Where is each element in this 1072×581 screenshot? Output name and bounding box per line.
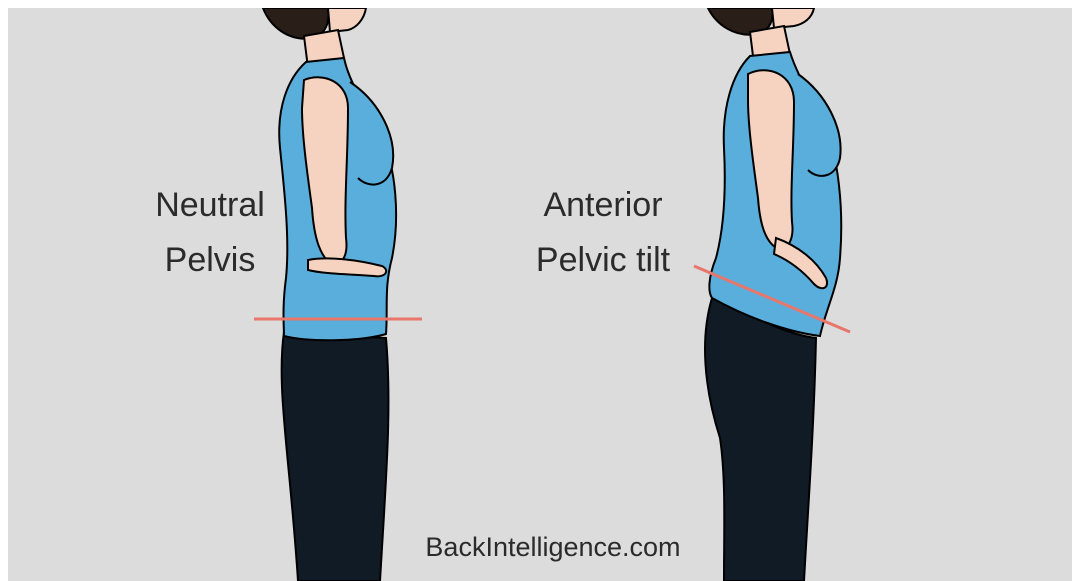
neutral-figure	[254, 8, 422, 581]
right-face	[772, 8, 814, 28]
illustration-panel: Neutral Pelvis Anterior Pelvic tilt Back…	[8, 8, 1072, 581]
neutral-pelvis-label: Neutral Pelvis	[120, 178, 300, 288]
left-pants	[282, 332, 389, 581]
anterior-pelvic-tilt-line2: Pelvic tilt	[508, 233, 698, 288]
site-watermark: BackIntelligence.com	[393, 532, 713, 563]
tilted-figure	[694, 8, 850, 581]
right-pants	[705, 298, 816, 581]
posture-illustration	[8, 8, 1072, 581]
anterior-pelvic-tilt-label: Anterior Pelvic tilt	[508, 178, 698, 288]
left-face	[328, 8, 366, 32]
neutral-pelvis-line2: Pelvis	[120, 233, 300, 288]
neutral-pelvis-line1: Neutral	[120, 178, 300, 233]
anterior-pelvic-tilt-line1: Anterior	[508, 178, 698, 233]
